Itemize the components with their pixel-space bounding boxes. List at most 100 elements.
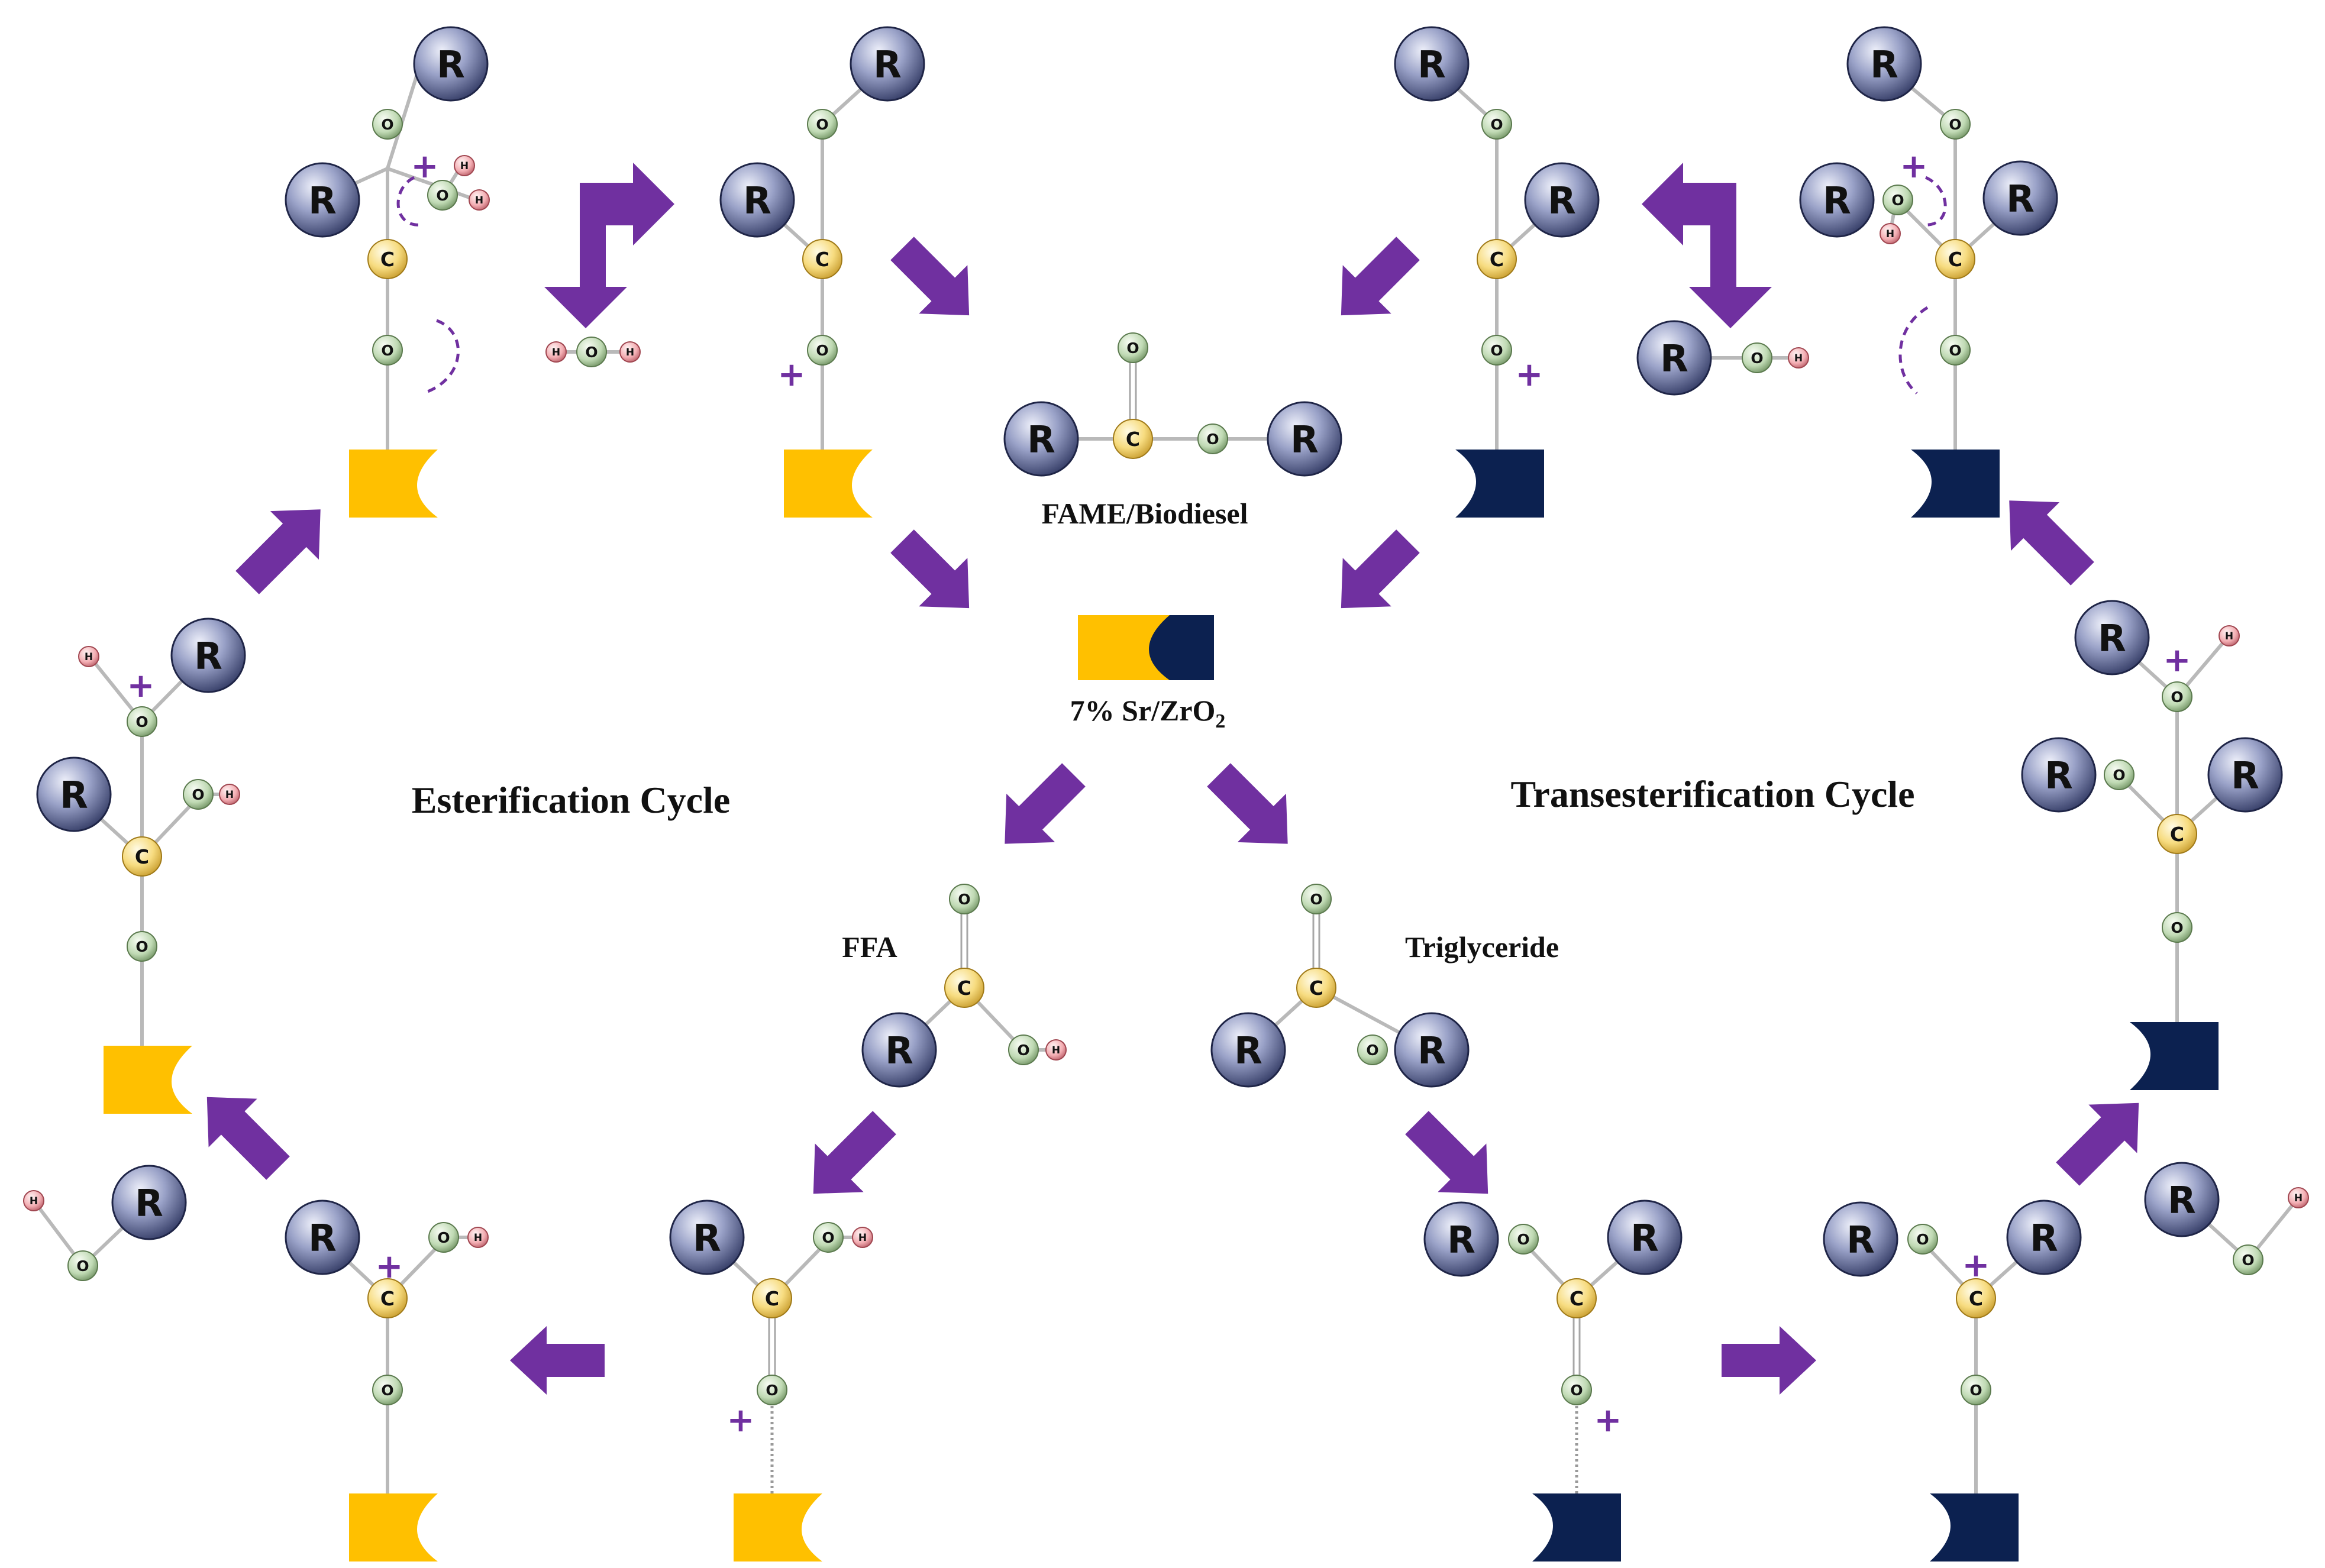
r-group-atom: R (285, 1200, 360, 1275)
catalyst-site-icon (104, 1046, 192, 1114)
oxygen-atom: O (576, 337, 607, 367)
positive-charge-icon: + (2163, 641, 2191, 680)
catalyst-site-icon (734, 1493, 822, 1561)
hydrogen-atom: H (852, 1227, 873, 1248)
r-group-atom: R (111, 1165, 187, 1240)
atom-symbol: C (135, 845, 149, 868)
arrow-to-fame-right (1341, 237, 1420, 316)
hydrogen-atom: H (219, 784, 240, 805)
hydrogen-atom: H (545, 341, 567, 363)
atom-symbol: H (225, 789, 234, 801)
r-group-atom: R (285, 162, 360, 238)
oxygen-atom: O (2162, 681, 2192, 712)
curved-electron-arrow-icon (422, 319, 460, 395)
arrow-catalyst-to-ffa (1005, 763, 1086, 844)
r-group-atom: R (669, 1200, 745, 1275)
r-group-atom: R (2074, 600, 2150, 675)
atom-symbol: C (815, 248, 829, 271)
hydrogen-atom: H (467, 1227, 489, 1248)
atom-symbol: C (1570, 1287, 1584, 1310)
electron-arrow-layer (396, 176, 1947, 395)
atom-symbol: O (1490, 342, 1503, 359)
r-group-atom: R (413, 26, 489, 102)
r-group-atom: R (1394, 1012, 1470, 1088)
atom-symbol: H (1794, 353, 1803, 364)
atom-symbol: R (1290, 418, 1319, 461)
fame-label: FAME/Biodiesel (1041, 497, 1248, 530)
r-group-atom: R (1210, 1012, 1286, 1088)
atom-symbol: O (1949, 116, 1961, 133)
catalyst-label-subscript: 2 (1215, 710, 1225, 732)
atom-symbol: C (765, 1287, 779, 1310)
charge-layer: ++++++++++ (127, 147, 2191, 1440)
catalyst-site-icon (1455, 450, 1544, 518)
carbon-atom: C (367, 1278, 408, 1318)
atom-symbol: O (192, 786, 204, 803)
oxygen-atom: O (807, 335, 838, 366)
atom-symbol: R (194, 634, 222, 677)
atom-symbol: R (693, 1216, 721, 1259)
atom-symbol: R (2231, 754, 2259, 797)
ffa-label: FFA (842, 930, 897, 964)
carbon-atom: C (752, 1278, 792, 1318)
r-group-atom: R (1394, 26, 1470, 102)
text-layer: FAME/Biodiesel 7% Sr/ZrO2 Esterification… (412, 497, 1915, 964)
atom-symbol: O (1969, 1382, 1982, 1399)
atom-symbol: O (1751, 350, 1763, 367)
atom-symbol: H (1886, 228, 1894, 240)
atom-symbol: O (1366, 1042, 1378, 1059)
oxygen-atom: O (67, 1250, 98, 1281)
oxygen-atom: O (372, 109, 403, 140)
positive-charge-icon: + (1516, 355, 1543, 394)
r-group-atom: R (1267, 401, 1342, 477)
atom-symbol: O (958, 891, 970, 908)
carbon-atom: C (944, 968, 984, 1008)
atom-symbol: C (1948, 248, 1962, 271)
atom-symbol: R (1417, 1029, 1446, 1072)
atom-symbol: R (1630, 1216, 1659, 1259)
branch-arrow-icon (1642, 163, 1772, 328)
oxygen-atom: O (1940, 335, 1971, 366)
atom-symbol: O (436, 187, 448, 204)
atom-symbol: C (957, 977, 971, 1000)
carbon-atom: C (367, 239, 408, 279)
arrow-right-up (2056, 1103, 2139, 1186)
atom-symbol: R (308, 179, 337, 222)
r-group-atom: R (170, 617, 246, 693)
atom-symbol: O (2242, 1252, 2254, 1269)
r-group-atom: R (2207, 737, 2283, 813)
atom-symbol: R (1234, 1029, 1262, 1072)
hydrogen-atom: H (454, 155, 475, 176)
oxygen-atom: O (427, 180, 458, 211)
atom-symbol: H (30, 1195, 38, 1207)
carbon-atom: C (1956, 1278, 1996, 1318)
atom-symbol: R (437, 43, 465, 86)
atom-symbol: R (308, 1216, 337, 1259)
atom-symbol: R (2030, 1216, 2058, 1259)
atom-symbol: R (1548, 179, 1576, 222)
curved-electron-arrow-icon (1922, 176, 1947, 227)
positive-charge-icon: + (127, 667, 155, 705)
atom-symbol: O (1017, 1042, 1029, 1059)
atom-symbol: O (585, 344, 598, 361)
hydrogen-atom: H (78, 646, 99, 667)
triglyceride-label: Triglyceride (1405, 930, 1559, 964)
atom-symbol: C (380, 248, 395, 271)
hydrogen-atom: H (2288, 1187, 2309, 1208)
positive-charge-icon: + (778, 355, 806, 394)
atom-symbol: R (2006, 177, 2035, 220)
arrow-layer (206, 163, 2139, 1395)
atom-symbol: H (2294, 1192, 2303, 1204)
oxygen-atom: O (183, 779, 214, 810)
single-bond (386, 64, 422, 169)
r-group-atom: R (1423, 1201, 1499, 1277)
atom-symbol: H (2225, 631, 2233, 642)
catalyst-site-icon (349, 1493, 438, 1561)
positive-charge-icon: + (1594, 1401, 1622, 1440)
atom-symbol: C (2170, 823, 2184, 846)
carbon-atom: C (1113, 419, 1153, 459)
atom-symbol: O (135, 713, 148, 730)
atom-symbol: O (1916, 1231, 1929, 1248)
atom-symbol: H (474, 1232, 482, 1244)
